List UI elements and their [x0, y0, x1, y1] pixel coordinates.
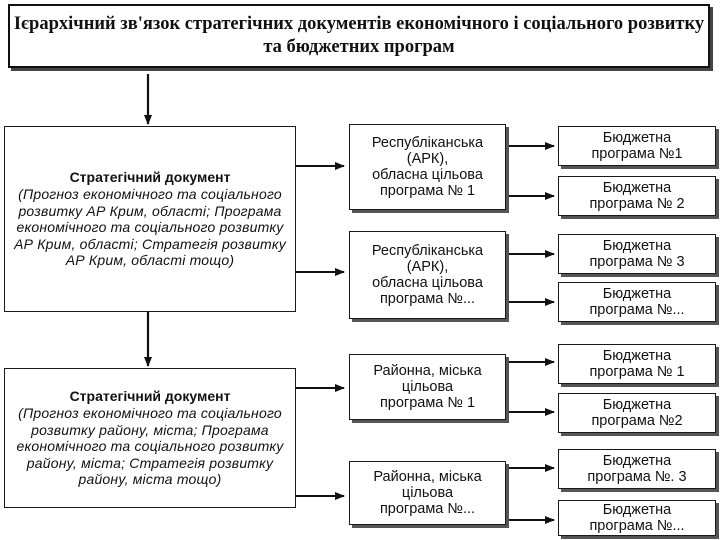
strategic-document-heading: Стратегічний документ [69, 388, 231, 405]
budget-program-4: Бюджетна програма №... [558, 282, 716, 322]
target-program-1: Республіканська (АРК), обласна цільова п… [349, 124, 506, 210]
target-program-label: Районна, міська цільова програма № 1 [373, 363, 482, 411]
budget-program-5: Бюджетна програма № 1 [558, 344, 716, 384]
budget-program-label: Бюджетна програма №1 [591, 130, 683, 162]
target-program-2: Республіканська (АРК), обласна цільова п… [349, 231, 506, 319]
target-program-3: Районна, міська цільова програма № 1 [349, 354, 506, 420]
target-program-4: Районна, міська цільова програма №... [349, 461, 506, 525]
strategic-document-description: (Прогноз економічного та соціального роз… [14, 186, 286, 269]
strategic-document-local: Стратегічний документ (Прогноз економічн… [4, 368, 296, 508]
target-program-label: Районна, міська цільова програма №... [373, 469, 482, 517]
budget-program-7: Бюджетна програма №. 3 [558, 449, 716, 489]
strategic-document-description: (Прогноз економічного та соціального роз… [16, 405, 284, 488]
budget-program-label: Бюджетна програма №2 [591, 397, 683, 429]
budget-program-3: Бюджетна програма № 3 [558, 234, 716, 274]
budget-program-2: Бюджетна програма № 2 [558, 176, 716, 216]
budget-program-label: Бюджетна програма № 2 [589, 180, 685, 212]
target-program-label: Республіканська (АРК), обласна цільова п… [371, 135, 484, 199]
diagram-title-box: Ієрархічний зв'язок стратегічних докумен… [8, 4, 710, 68]
budget-program-8: Бюджетна програма №... [558, 500, 716, 536]
budget-program-label: Бюджетна програма № 3 [589, 238, 685, 270]
budget-program-label: Бюджетна програма № 1 [589, 348, 685, 380]
strategic-document-regional: Стратегічний документ (Прогноз економічн… [4, 126, 296, 312]
budget-program-label: Бюджетна програма №... [589, 502, 685, 534]
diagram-title: Ієрархічний зв'язок стратегічних докумен… [13, 14, 705, 57]
budget-program-label: Бюджетна програма №... [589, 286, 685, 318]
target-program-label: Республіканська (АРК), обласна цільова п… [371, 243, 484, 307]
budget-program-6: Бюджетна програма №2 [558, 393, 716, 433]
budget-program-label: Бюджетна програма №. 3 [587, 453, 687, 485]
strategic-document-heading: Стратегічний документ [69, 169, 231, 186]
budget-program-1: Бюджетна програма №1 [558, 126, 716, 166]
